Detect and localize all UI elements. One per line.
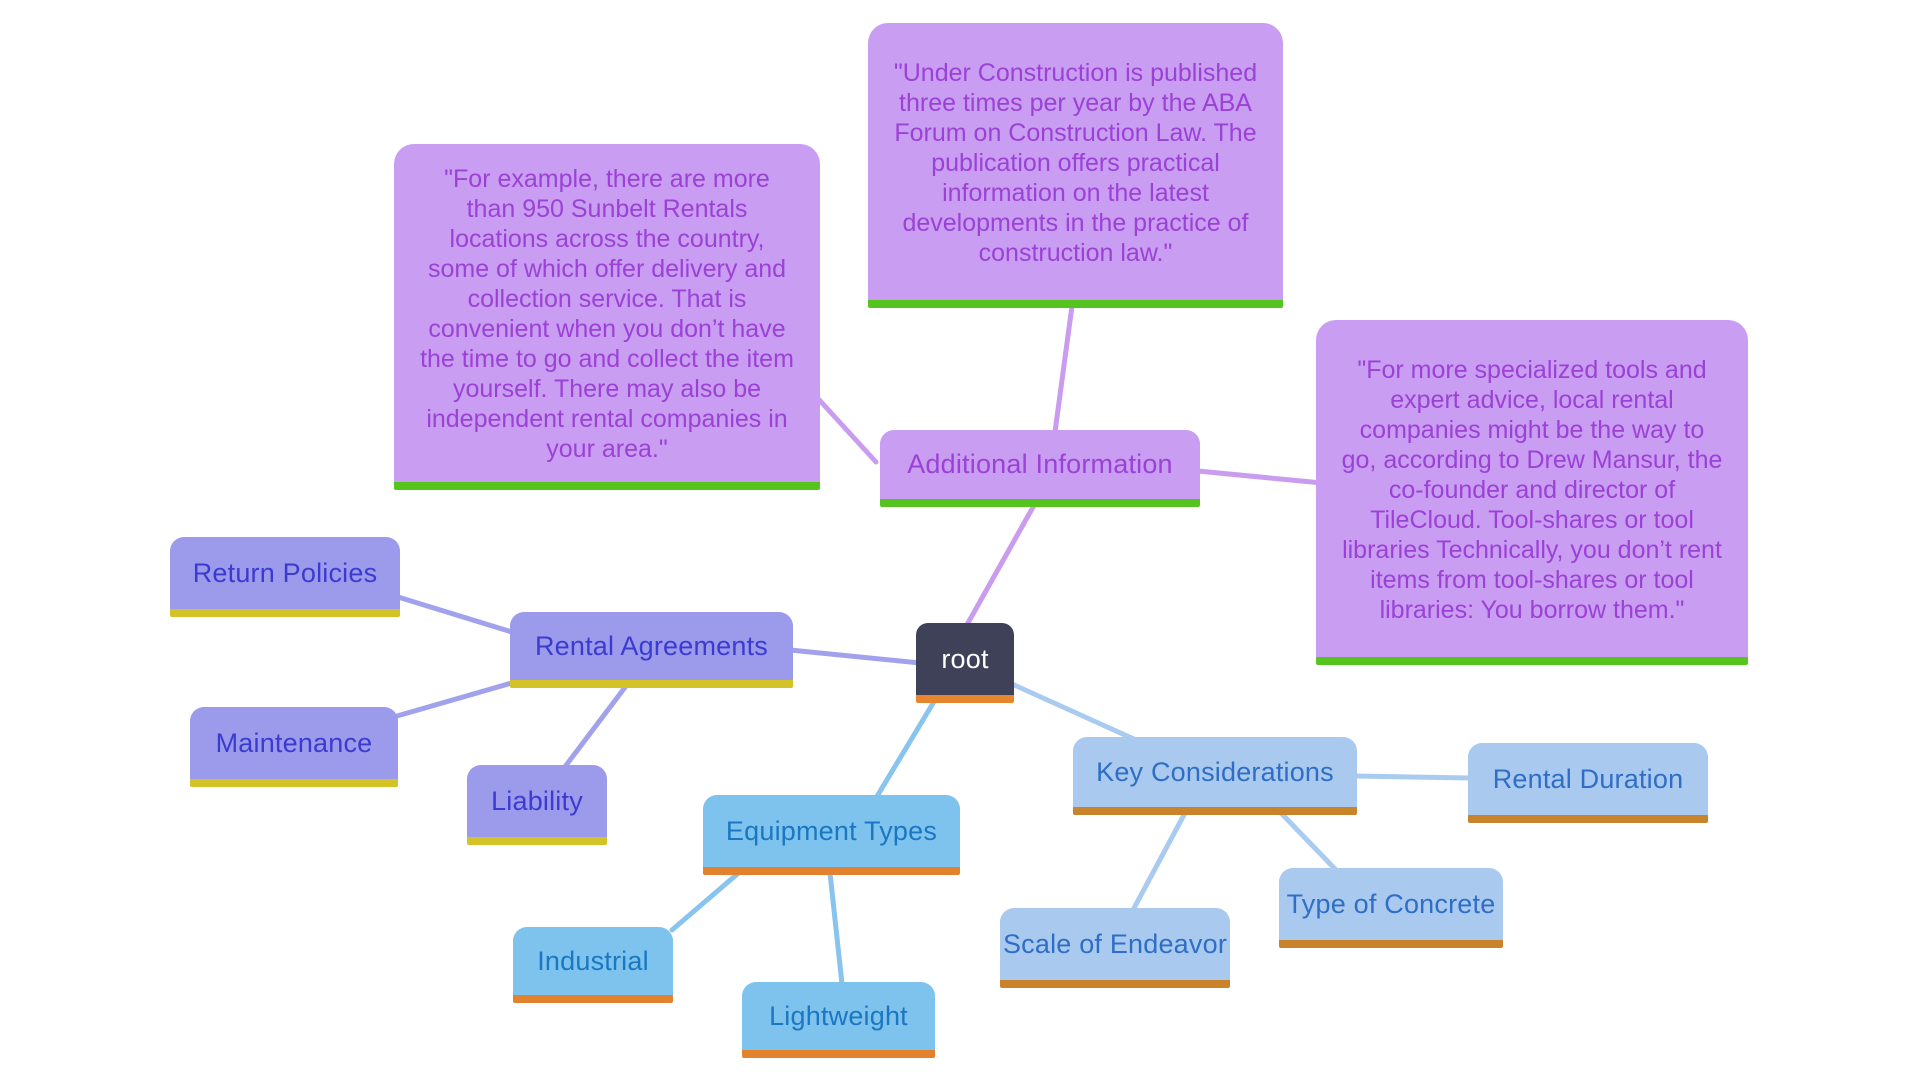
- edge-rental-agreements-to-liability: [561, 683, 629, 771]
- node-type-of-concrete-label: Type of Concrete: [1286, 888, 1496, 919]
- edge-rental-agreements-to-maintenance: [394, 679, 518, 719]
- node-root-label: root: [941, 643, 989, 674]
- node-industrial[interactable]: Industrial: [513, 927, 673, 1003]
- return-policies-underline: [170, 609, 400, 617]
- edge-root-to-equipment-types: [873, 697, 938, 801]
- node-lightweight-label: Lightweight: [769, 1000, 908, 1031]
- node-return-policies[interactable]: Return Policies: [170, 537, 400, 617]
- edge-root-to-rental-agreements: [787, 647, 923, 666]
- node-maintenance[interactable]: Maintenance: [190, 707, 398, 787]
- edge-key-considerations-to-type-of-concrete: [1277, 809, 1339, 873]
- industrial-underline: [513, 995, 673, 1003]
- root-underline: [916, 695, 1014, 703]
- edge-rental-agreements-to-return-policies: [395, 594, 515, 635]
- edge-equipment-types-to-industrial: [669, 867, 745, 933]
- edge-additional-information-to-note-sunbelt-rentals: [809, 389, 879, 465]
- rental-duration-underline: [1468, 815, 1708, 823]
- note-specialized-tools-text: "For more specialized tools and expert a…: [1341, 355, 1723, 624]
- lightweight-underline: [742, 1050, 935, 1058]
- edge-key-considerations-to-scale-of-endeavor: [1130, 810, 1188, 913]
- node-rental-duration[interactable]: Rental Duration: [1468, 743, 1708, 823]
- node-liability[interactable]: Liability: [467, 765, 607, 845]
- type-of-concrete-underline: [1279, 940, 1503, 948]
- note-specialized-tools-underline: [1316, 657, 1748, 665]
- node-liability-label: Liability: [491, 785, 583, 816]
- node-maintenance-label: Maintenance: [215, 727, 373, 758]
- node-key-considerations[interactable]: Key Considerations: [1073, 737, 1357, 815]
- node-equipment-types-label: Equipment Types: [725, 815, 938, 846]
- node-type-of-concrete[interactable]: Type of Concrete: [1279, 868, 1503, 948]
- node-scale-of-endeavor[interactable]: Scale of Endeavor: [1000, 908, 1230, 988]
- key-considerations-underline: [1073, 807, 1357, 815]
- node-rental-agreements[interactable]: Rental Agreements: [510, 612, 793, 688]
- liability-underline: [467, 837, 607, 845]
- note-under-construction-text: "Under Construction is published three t…: [893, 58, 1258, 267]
- node-additional-information-label: Additional Information: [907, 449, 1173, 479]
- node-lightweight[interactable]: Lightweight: [742, 982, 935, 1058]
- node-industrial-label: Industrial: [537, 945, 649, 976]
- edge-additional-information-to-note-specialized-tools: [1195, 468, 1325, 486]
- node-rental-agreements-label: Rental Agreements: [534, 630, 769, 661]
- node-scale-of-endeavor-label: Scale of Endeavor: [1002, 928, 1228, 959]
- note-sunbelt-rentals-underline: [394, 482, 820, 490]
- node-rental-duration-label: Rental Duration: [1492, 763, 1684, 794]
- note-sunbelt-rentals-text: "For example, there are more than 950 Su…: [420, 165, 794, 463]
- node-key-considerations-label: Key Considerations: [1096, 756, 1334, 787]
- edge-equipment-types-to-lightweight: [827, 870, 845, 987]
- node-equipment-types[interactable]: Equipment Types: [703, 795, 960, 875]
- edge-root-to-key-considerations: [1009, 681, 1139, 743]
- maintenance-underline: [190, 779, 398, 787]
- note-under-construction[interactable]: "Under Construction is published three t…: [868, 23, 1283, 308]
- equipment-types-underline: [703, 867, 960, 875]
- node-additional-information[interactable]: Additional Information: [880, 430, 1200, 507]
- additional-information-underline: [880, 499, 1200, 507]
- note-sunbelt-rentals[interactable]: "For example, there are more than 950 Su…: [394, 144, 820, 490]
- node-root[interactable]: root: [916, 623, 1014, 703]
- rental-agreements-underline: [510, 680, 793, 688]
- node-return-policies-label: Return Policies: [192, 557, 378, 588]
- edge-key-considerations-to-rental-duration: [1352, 773, 1473, 781]
- note-specialized-tools[interactable]: "For more specialized tools and expert a…: [1316, 320, 1748, 665]
- note-under-construction-underline: [868, 300, 1283, 308]
- edge-additional-information-to-note-under-construction: [1052, 303, 1075, 435]
- scale-of-endeavor-underline: [1000, 980, 1230, 988]
